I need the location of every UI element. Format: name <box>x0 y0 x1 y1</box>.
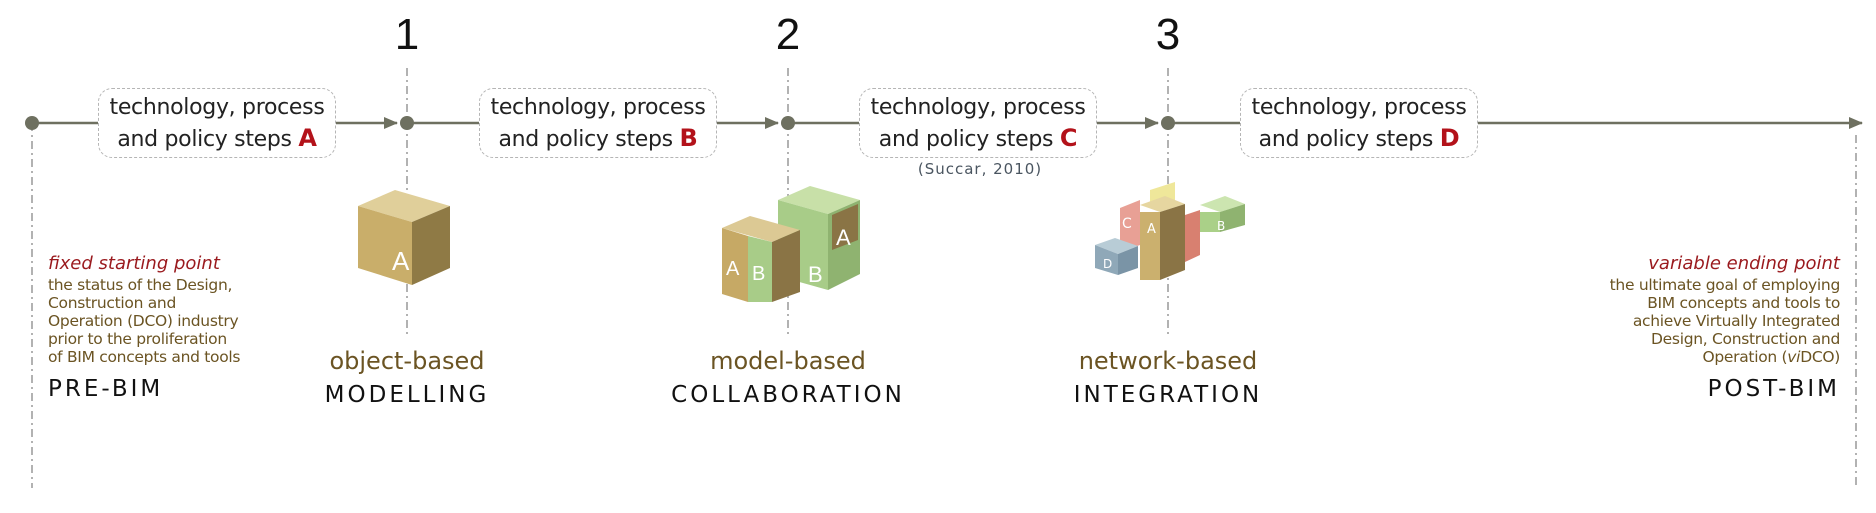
steps-box-c: technology, process and policy steps C <box>859 88 1097 158</box>
steps-line2: and policy steps <box>498 127 673 152</box>
end-title: variable ending point <box>1648 253 1840 274</box>
steps-letter: A <box>298 124 317 152</box>
steps-letter: B <box>679 124 698 152</box>
stage-main: INTEGRATION <box>1073 382 1263 408</box>
svg-text:A: A <box>836 225 851 250</box>
stage-main: COLLABORATION <box>671 382 905 408</box>
start-title: fixed starting point <box>48 253 220 274</box>
end-description: variable ending point the ultimate goal … <box>1550 252 1841 402</box>
end-line: achieve Virtually Integrated <box>1632 312 1840 330</box>
citation: (Succar, 2010) <box>917 160 1043 178</box>
pre-bim-label: PRE-BIM <box>48 376 164 402</box>
steps-line2: and policy steps <box>1258 127 1434 152</box>
end-line: Design, Construction and <box>1651 330 1840 348</box>
milestone-1-dot <box>400 116 414 130</box>
end-line: BIM concepts and tools to <box>1647 294 1840 312</box>
steps-line2: and policy steps <box>878 127 1054 152</box>
svg-text:D: D <box>1103 257 1112 271</box>
stage-sub: model-based <box>710 347 866 375</box>
milestone-3-dot <box>1161 116 1175 130</box>
stage-main: MODELLING <box>324 382 490 408</box>
network-cubes-illustration: C A B D <box>1095 182 1245 280</box>
svg-text:C: C <box>1122 216 1132 232</box>
steps-box-a: technology, process and policy steps A <box>98 88 336 158</box>
start-line: prior to the proliferation <box>48 330 227 348</box>
milestone-number-2: 2 <box>775 10 801 59</box>
model-cubes-illustration: A B A B <box>722 186 860 302</box>
steps-line1: technology, process <box>870 95 1086 120</box>
steps-box-d: technology, process and policy steps D <box>1240 88 1478 158</box>
end-last-italic: vi <box>1787 348 1801 366</box>
stage-1-label: object-based MODELLING <box>257 346 557 414</box>
end-last-prefix: Operation ( <box>1702 348 1788 366</box>
steps-letter: C <box>1059 124 1078 152</box>
post-bim-label: POST-BIM <box>1707 376 1840 402</box>
stage-3-label: network-based INTEGRATION <box>1018 346 1318 414</box>
start-dot <box>25 116 39 130</box>
svg-text:A: A <box>1147 222 1156 237</box>
svg-text:B: B <box>1217 219 1225 233</box>
svg-text:A: A <box>726 258 740 280</box>
svg-text:B: B <box>752 263 765 285</box>
object-cube-illustration: A <box>358 190 450 285</box>
svg-text:B: B <box>808 262 823 287</box>
milestone-number-3: 3 <box>1155 10 1181 59</box>
steps-box-b: technology, process and policy steps B <box>479 88 717 158</box>
steps-line1: technology, process <box>1251 95 1467 120</box>
steps-line1: technology, process <box>109 95 325 120</box>
start-line: of BIM concepts and tools <box>48 348 241 366</box>
end-line: the ultimate goal of employing <box>1609 276 1841 294</box>
start-line: the status of the Design, <box>48 276 233 294</box>
start-line: Operation (DCO) industry <box>48 312 239 330</box>
start-description: fixed starting point the status of the D… <box>48 252 338 402</box>
start-line: Construction and <box>48 294 176 312</box>
milestone-2-dot <box>781 116 795 130</box>
milestone-number-1: 1 <box>394 10 420 59</box>
end-line-last: Operation (viDCO) <box>1550 348 1840 366</box>
stage-sub: object-based <box>329 347 485 375</box>
svg-text:A: A <box>392 246 410 276</box>
stage-2-label: model-based COLLABORATION <box>638 346 938 414</box>
steps-letter: D <box>1439 124 1460 152</box>
stage-sub: network-based <box>1078 347 1258 375</box>
steps-line2: and policy steps <box>117 127 292 152</box>
end-last-suffix: DCO) <box>1800 348 1840 366</box>
steps-line1: technology, process <box>490 95 706 120</box>
